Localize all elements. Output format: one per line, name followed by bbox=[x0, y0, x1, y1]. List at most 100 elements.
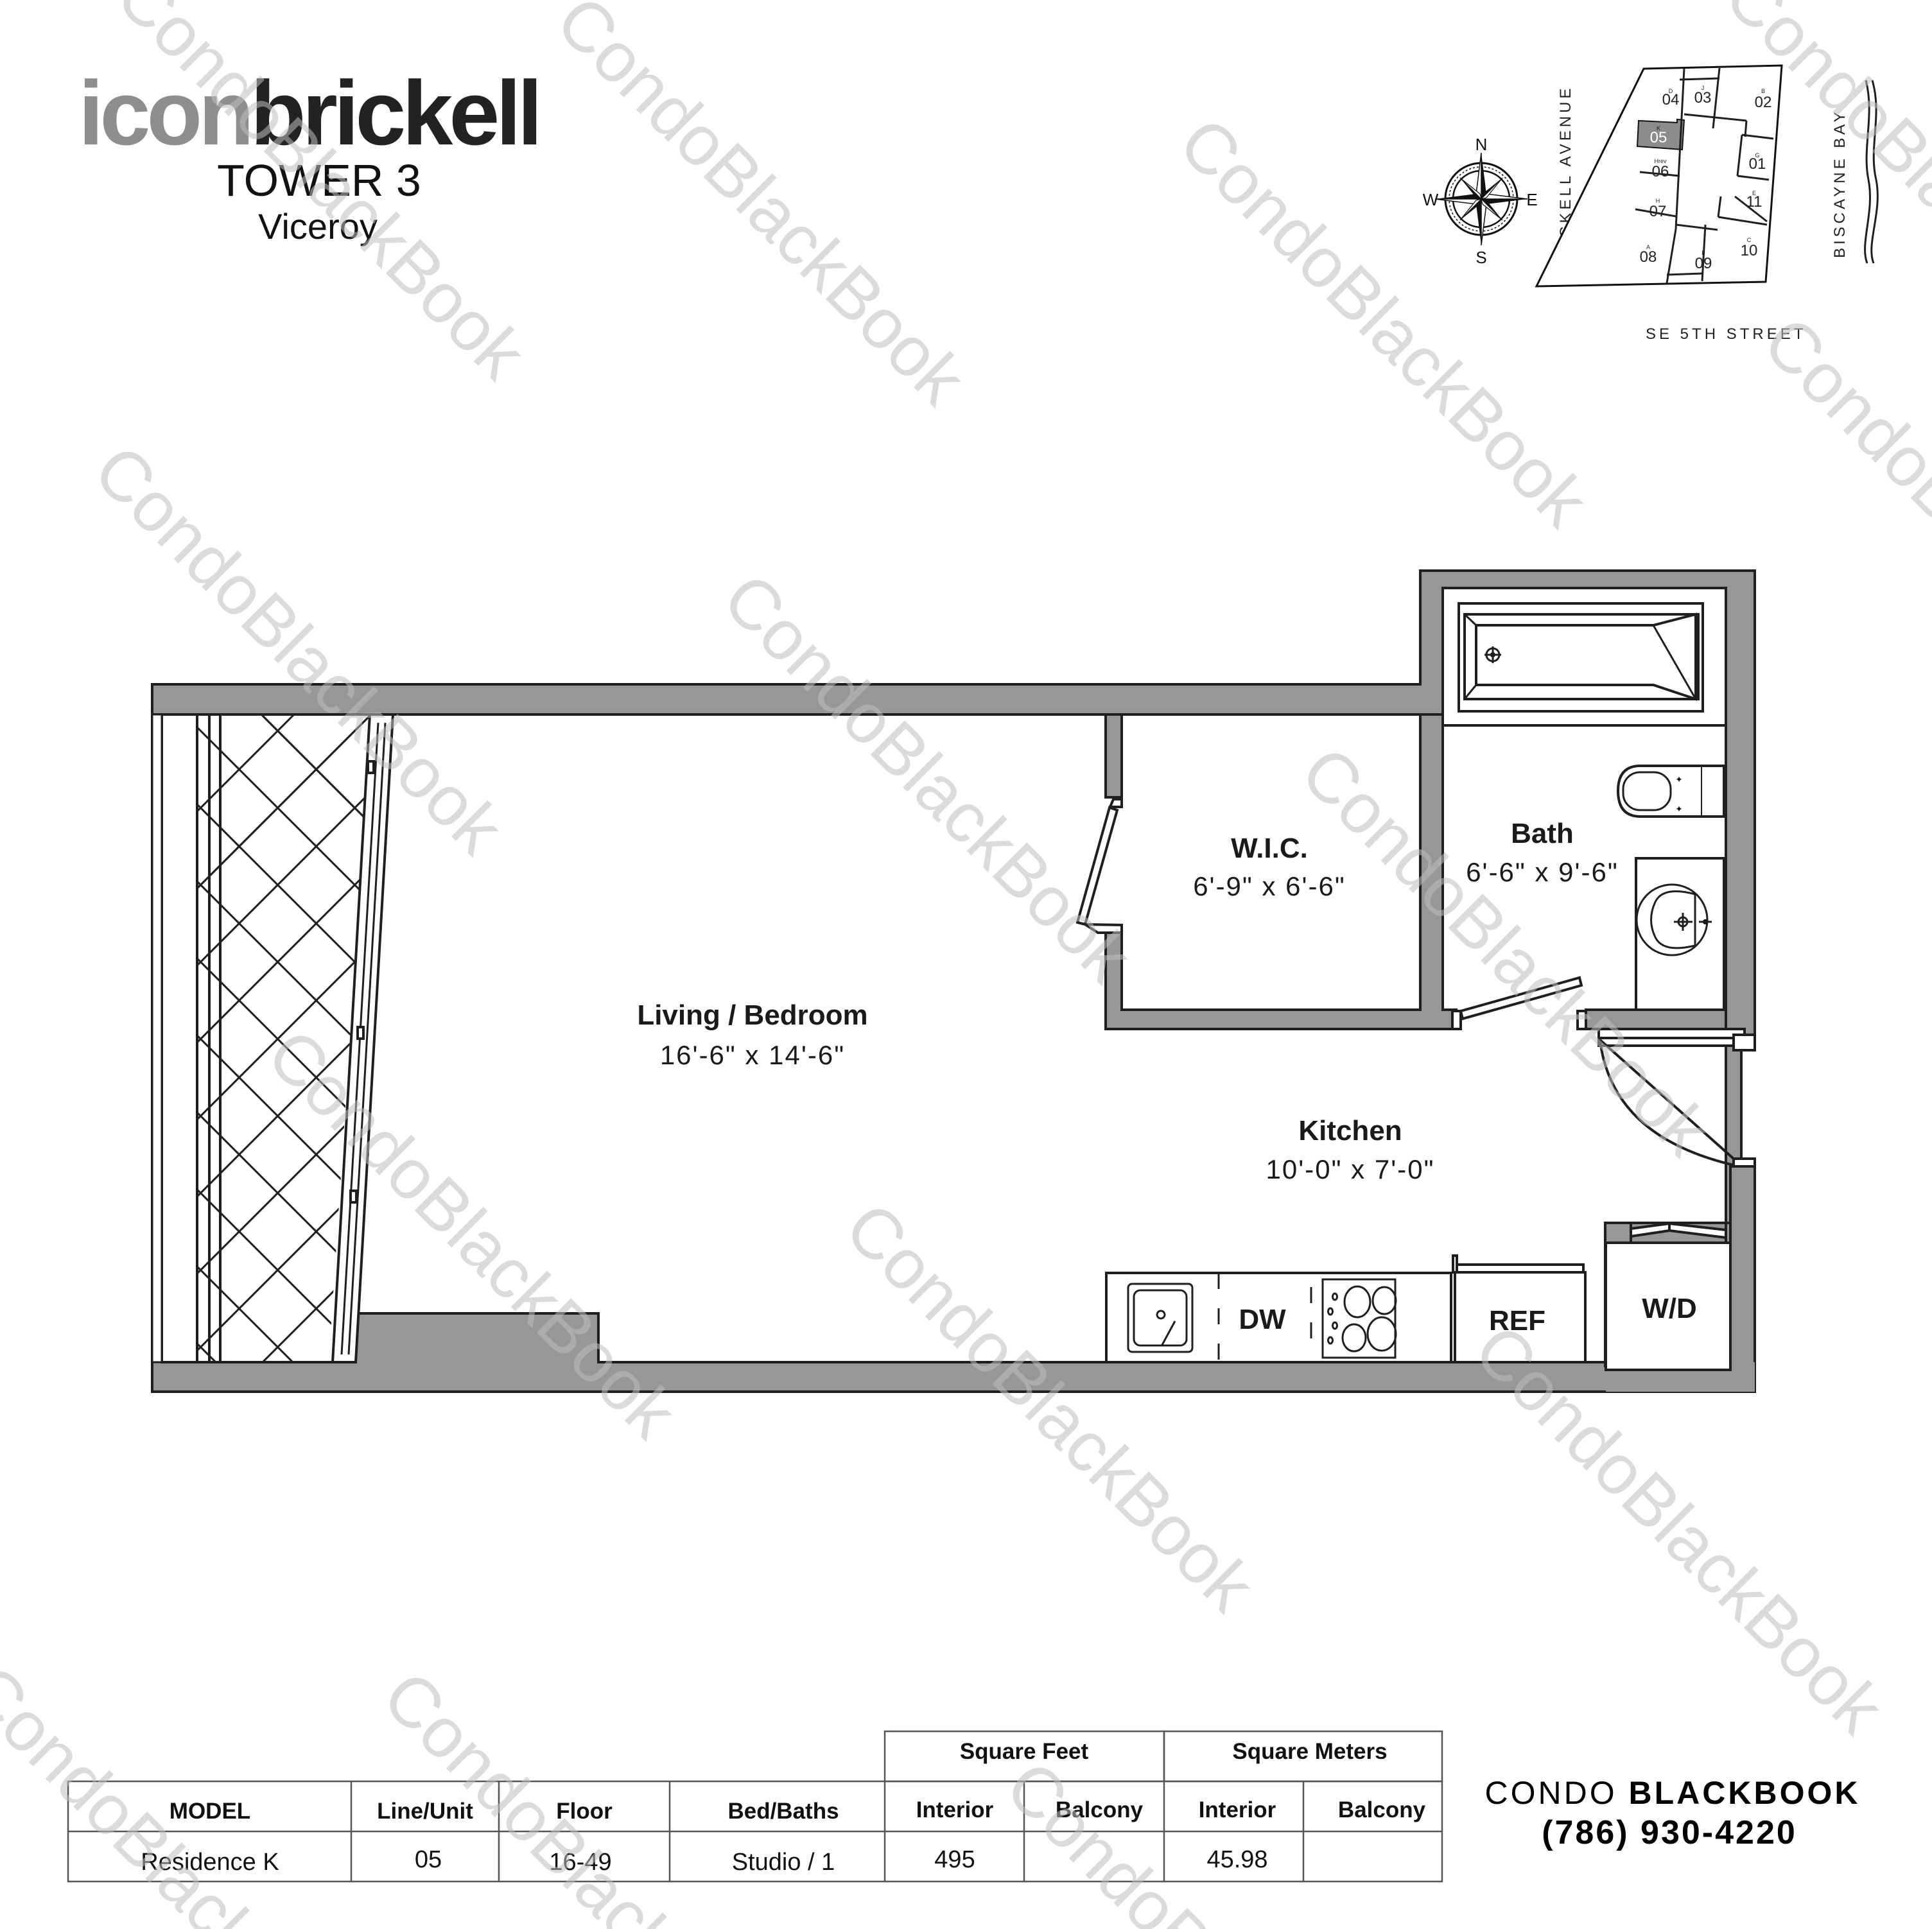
svg-text:CondoBlackBook: CondoBlackBook bbox=[368, 1656, 807, 1929]
cell-sqm-interior: 45.98 bbox=[1206, 1846, 1267, 1873]
faucet-icon bbox=[1674, 913, 1712, 931]
entry-door[interactable] bbox=[1597, 1028, 1756, 1168]
building-outline bbox=[1535, 64, 1783, 288]
compass-south: S bbox=[1475, 248, 1486, 267]
header-sqm-balcony: Balcony bbox=[1338, 1797, 1426, 1822]
header-sqft-balcony: Balcony bbox=[1056, 1797, 1144, 1822]
wic-wall bbox=[1104, 713, 1458, 1030]
compass-east: E bbox=[1526, 190, 1537, 209]
wic-door[interactable] bbox=[1075, 798, 1123, 934]
phone-number[interactable]: (786) 930-4220 bbox=[1542, 1814, 1797, 1851]
room-bath-dims: 6'-6" x 9'-6" bbox=[1466, 857, 1619, 887]
cell-line-unit: 05 bbox=[415, 1846, 442, 1873]
window-wall bbox=[151, 713, 163, 1363]
key-plan: N S E W BRICKELL AVENUE BISCAYNE BAY SE … bbox=[1423, 64, 1879, 343]
svg-text:G: G bbox=[1755, 152, 1759, 159]
washer-dryer-closet: W/D bbox=[1604, 1165, 1756, 1393]
svg-text:CondoBlackBook: CondoBlackBook bbox=[0, 1650, 390, 1929]
bay-shoreline-icon bbox=[1870, 80, 1879, 264]
unit-03: 03 bbox=[1694, 89, 1712, 107]
unit-02: 02 bbox=[1755, 94, 1772, 111]
svg-text:H: H bbox=[1656, 198, 1660, 204]
cooktop-icon bbox=[1321, 1278, 1397, 1359]
svg-text:CondoBlackBook: CondoBlackBook bbox=[79, 430, 518, 869]
svg-text:J: J bbox=[1701, 85, 1705, 91]
unit-01: 01 bbox=[1749, 155, 1766, 173]
header-square-feet: Square Feet bbox=[960, 1739, 1089, 1764]
header-square-meters: Square Meters bbox=[1232, 1739, 1387, 1764]
unit-09: 09 bbox=[1695, 255, 1712, 272]
washer-dryer-label: W/D bbox=[1642, 1293, 1697, 1324]
svg-text:E: E bbox=[1752, 190, 1756, 196]
logo-icon-word: iconbrickell bbox=[78, 62, 539, 164]
kitchen-sink-icon bbox=[1127, 1283, 1194, 1353]
svg-text:C: C bbox=[1747, 237, 1752, 243]
svg-text:CondoBlackBook: CondoBlackBook bbox=[1748, 302, 1932, 741]
svg-text:✦: ✦ bbox=[1675, 804, 1683, 814]
room-wic-name: W.I.C. bbox=[1231, 833, 1308, 864]
balcony-railing bbox=[196, 713, 395, 1363]
room-living-name: Living / Bedroom bbox=[637, 999, 867, 1031]
svg-text:Hrev: Hrev bbox=[1654, 158, 1667, 164]
compass-west: W bbox=[1423, 190, 1439, 209]
bath-door[interactable] bbox=[1451, 976, 1587, 1030]
header-model: MODEL bbox=[170, 1799, 250, 1824]
svg-text:CondoBlackBook: CondoBlackBook bbox=[991, 1746, 1430, 1929]
unit-05-highlight bbox=[1636, 118, 1685, 151]
svg-text:B: B bbox=[1761, 88, 1765, 94]
unit-06: 06 bbox=[1652, 163, 1669, 180]
tower-label: TOWER 3 bbox=[217, 155, 421, 205]
unit-labels: D 04 J 03 B 02 K 05 Hrev 06 G 01 H 07 E … bbox=[1640, 85, 1772, 272]
unit-05: 05 bbox=[1650, 129, 1667, 146]
dishwasher-label: DW bbox=[1239, 1304, 1286, 1335]
specs-table: Square Feet Square Meters MODEL Line/Uni… bbox=[67, 1730, 1443, 1883]
bath-wall bbox=[1585, 1008, 1727, 1030]
room-bath-name: Bath bbox=[1511, 818, 1574, 849]
header-sqft-interior: Interior bbox=[916, 1797, 994, 1822]
unit-08: 08 bbox=[1640, 248, 1657, 266]
floor-plan: ✦ ✦ bbox=[151, 569, 1756, 1393]
room-kitchen-name: Kitchen bbox=[1298, 1115, 1402, 1146]
compass-north: N bbox=[1475, 135, 1488, 154]
street-biscayne-bay: BISCAYNE BAY bbox=[1831, 109, 1849, 259]
bath-vanity bbox=[1635, 857, 1725, 1011]
logo: iconbrickell bbox=[78, 62, 543, 164]
unit-11: 11 bbox=[1746, 193, 1762, 211]
svg-text:D: D bbox=[1669, 88, 1673, 94]
bathtub bbox=[1443, 602, 1726, 727]
room-kitchen-dims: 10'-0" x 7'-0" bbox=[1266, 1154, 1435, 1184]
unit-dividers bbox=[1635, 67, 1774, 284]
unit-04: 04 bbox=[1662, 91, 1680, 108]
cell-model: Residence K bbox=[141, 1849, 279, 1876]
header-floor: Floor bbox=[556, 1799, 613, 1824]
unit-10: 10 bbox=[1741, 242, 1758, 259]
svg-text:CondoBlackBook: CondoBlackBook bbox=[830, 1188, 1269, 1627]
building-name: Viceroy bbox=[258, 206, 378, 247]
svg-text:K: K bbox=[1657, 125, 1660, 132]
header-sqm-interior: Interior bbox=[1199, 1797, 1276, 1822]
cell-floor: 16-49 bbox=[549, 1849, 611, 1876]
kitchen-counter: DW bbox=[1105, 1272, 1452, 1363]
header-line-unit: Line/Unit bbox=[377, 1799, 473, 1824]
tub-drain-icon bbox=[1484, 646, 1501, 663]
room-living-dims: 16'-6" x 14'-6" bbox=[660, 1040, 845, 1070]
cell-bed-baths: Studio / 1 bbox=[732, 1849, 835, 1876]
svg-text:F: F bbox=[1701, 250, 1705, 256]
svg-text:CondoBlackBook: CondoBlackBook bbox=[541, 0, 980, 420]
contact-block: CONDO BLACKBOOK (786) 930-4220 bbox=[1485, 1775, 1861, 1851]
header-bed-baths: Bed/Baths bbox=[727, 1799, 839, 1824]
svg-text:✦: ✦ bbox=[1675, 774, 1683, 784]
svg-text:A: A bbox=[1646, 244, 1650, 250]
unit-07: 07 bbox=[1649, 203, 1667, 220]
street-se-5th: SE 5TH STREET bbox=[1646, 325, 1806, 343]
toilet: ✦ ✦ bbox=[1616, 765, 1725, 818]
refrigerator: REF bbox=[1452, 1254, 1587, 1363]
brand-name: CONDO BLACKBOOK bbox=[1485, 1775, 1861, 1811]
cell-sqft-interior: 495 bbox=[934, 1846, 975, 1873]
room-wic-dims: 6'-9" x 6'-6" bbox=[1193, 871, 1346, 901]
compass-rose-icon bbox=[1434, 152, 1528, 246]
svg-text:CondoBlackBook: CondoBlackBook bbox=[1164, 103, 1603, 542]
svg-text:CondoBlackBook: CondoBlackBook bbox=[708, 558, 1147, 998]
refrigerator-label: REF bbox=[1489, 1305, 1545, 1336]
